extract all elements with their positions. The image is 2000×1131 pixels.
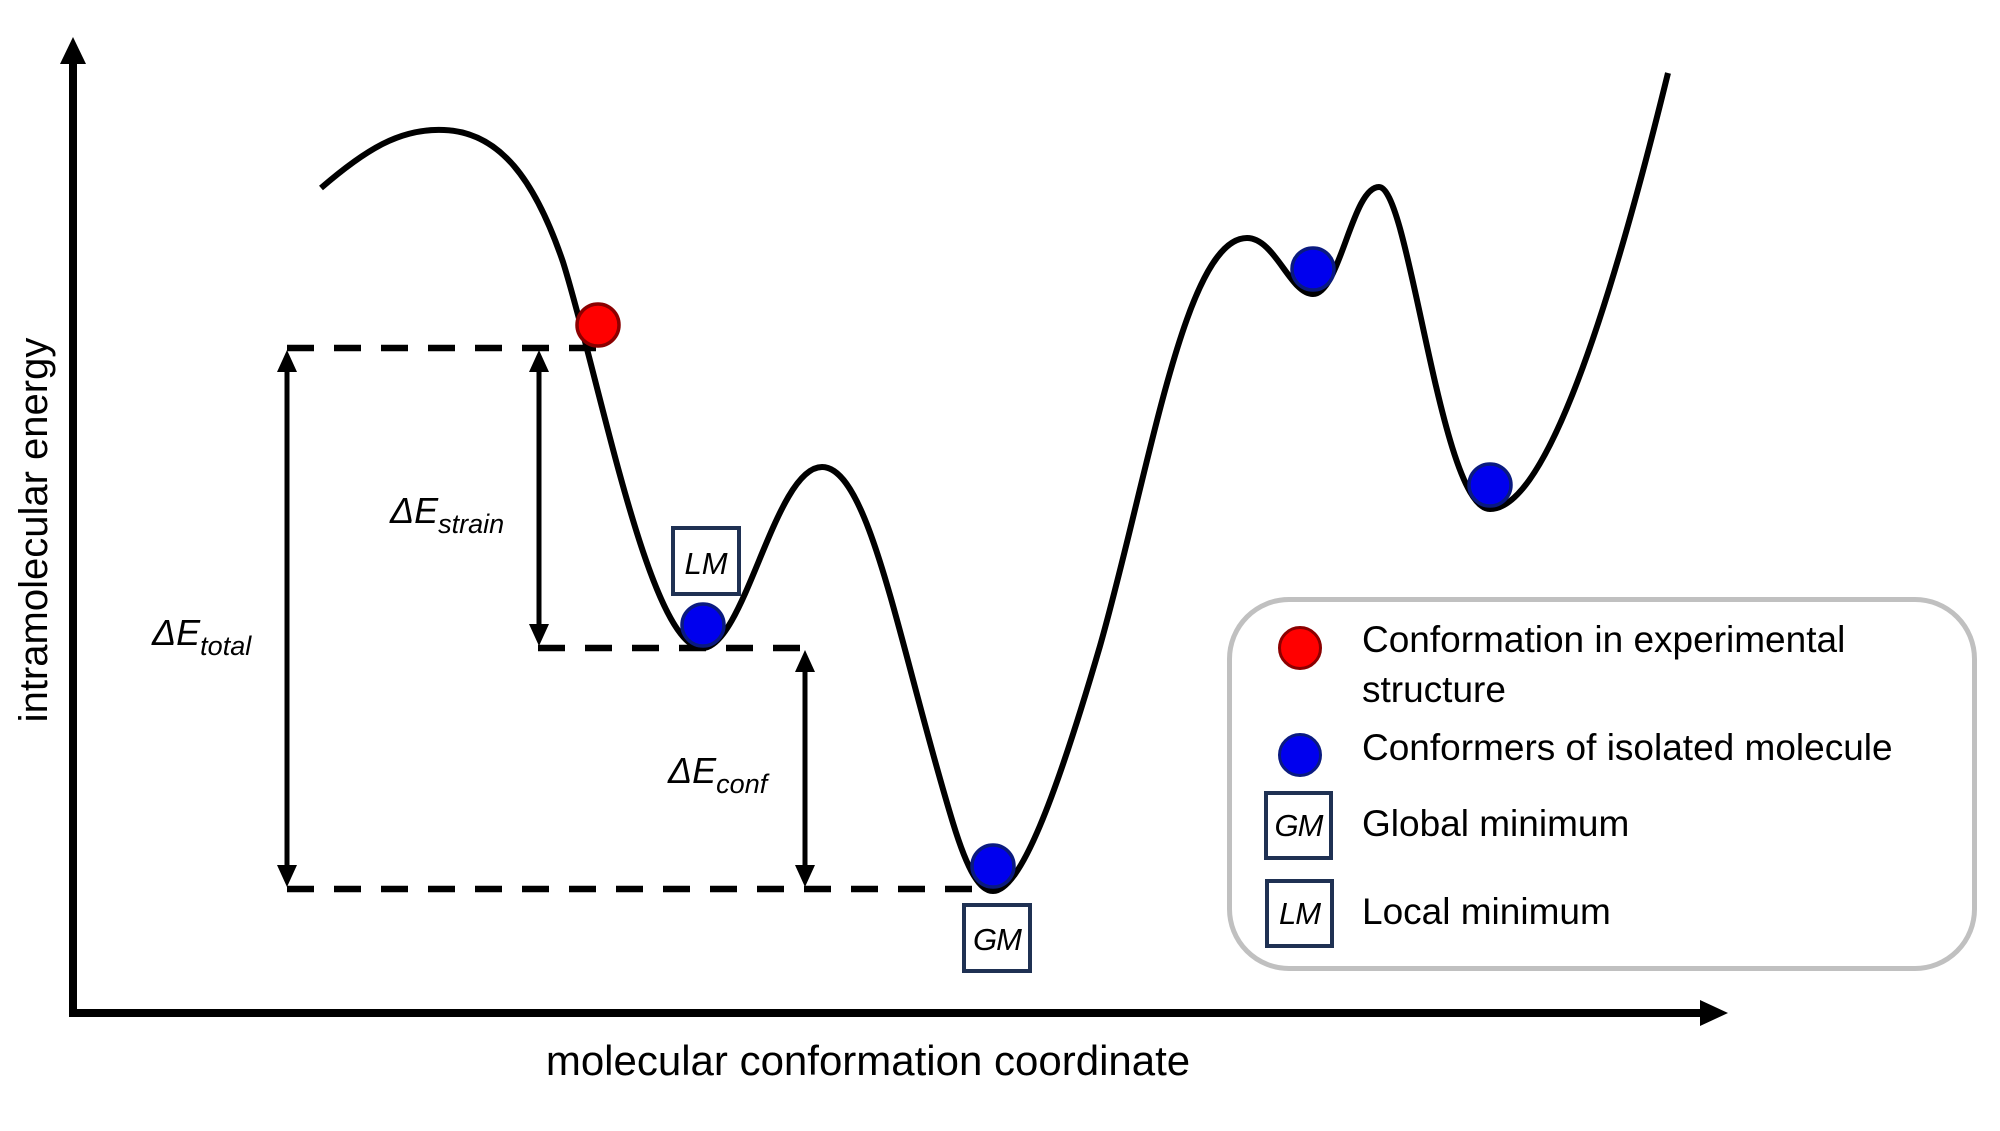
global-minimum-tag-text: GM xyxy=(973,922,1022,957)
local-minimum-conformer-dot xyxy=(680,602,726,648)
legend-label-global-minimum: Global minimum xyxy=(1362,803,1630,844)
local-minimum-tag-text: LM xyxy=(684,546,727,581)
delta-e-strain-main: ΔE xyxy=(389,490,439,531)
legend-label-experimental-line1: Conformation in experimental xyxy=(1362,619,1846,660)
delta-e-total-arrow xyxy=(277,350,297,887)
legend: Conformation in experimental structure C… xyxy=(1227,597,1977,971)
blue-circle-icon xyxy=(1278,733,1322,777)
legend-label-experimental-line2: structure xyxy=(1362,669,1506,710)
lm-box-icon: LM xyxy=(1265,879,1334,948)
delta-e-conf-label: ΔEconf xyxy=(667,750,770,799)
shallow-minimum-conformer-dot xyxy=(1290,246,1336,292)
delta-e-total-main: ΔE xyxy=(151,612,201,653)
y-axis-label: intramolecular energy xyxy=(12,338,56,723)
legend-label-local-minimum: Local minimum xyxy=(1362,891,1611,932)
gm-box-icon: GM xyxy=(1264,791,1333,860)
delta-e-strain-sub: strain xyxy=(438,509,504,539)
delta-e-strain-label: ΔEstrain xyxy=(389,490,504,539)
experimental-conformation-dot xyxy=(575,302,621,348)
red-circle-icon xyxy=(1278,626,1322,670)
y-axis-arrowhead-icon xyxy=(60,37,86,64)
local-minimum-tag: LM xyxy=(671,526,741,596)
delta-e-total-label: ΔEtotal xyxy=(151,612,252,661)
legend-label-conformers: Conformers of isolated molecule xyxy=(1362,727,1893,768)
global-minimum-tag: GM xyxy=(962,903,1032,973)
right-minimum-conformer-dot xyxy=(1467,462,1513,508)
global-minimum-conformer-dot xyxy=(970,843,1016,889)
delta-e-conf-arrow xyxy=(795,650,815,887)
x-axis-arrowhead-icon xyxy=(1700,1000,1728,1026)
delta-e-conf-sub: conf xyxy=(716,769,770,799)
delta-e-conf-main: ΔE xyxy=(667,750,717,791)
energy-curve xyxy=(319,72,1671,895)
delta-e-total-sub: total xyxy=(200,631,252,661)
delta-e-strain-arrow xyxy=(529,350,549,646)
x-axis-label: molecular conformation coordinate xyxy=(546,1037,1190,1084)
